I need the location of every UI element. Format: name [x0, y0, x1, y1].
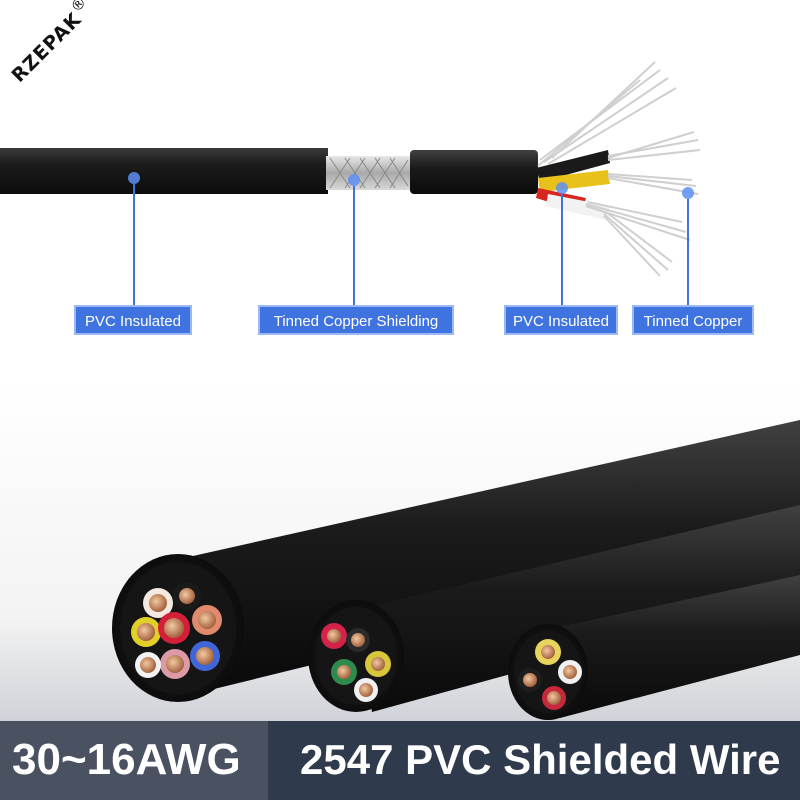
callout-pvc-insulated-outer: PVC Insulated: [74, 305, 192, 335]
cable-small: [508, 575, 800, 720]
tinned-copper-strands: [537, 61, 701, 277]
callout-tinned-copper-shielding: Tinned Copper Shielding: [258, 305, 454, 335]
callout-leaders: [128, 172, 694, 306]
inner-sheath: [410, 150, 538, 194]
callout-pvc-insulated-inner: PVC Insulated: [504, 305, 618, 335]
footer-gauge-panel: [0, 721, 268, 800]
callout-tinned-copper: Tinned Copper: [632, 305, 754, 335]
outer-jacket: [0, 148, 328, 194]
braided-shield: [326, 156, 410, 190]
product-title: 2547 PVC Shielded Wire: [300, 736, 781, 783]
cable-medium: [308, 505, 800, 712]
braid-texture: [329, 157, 409, 189]
gauge-range: 30~16AWG: [12, 735, 241, 784]
